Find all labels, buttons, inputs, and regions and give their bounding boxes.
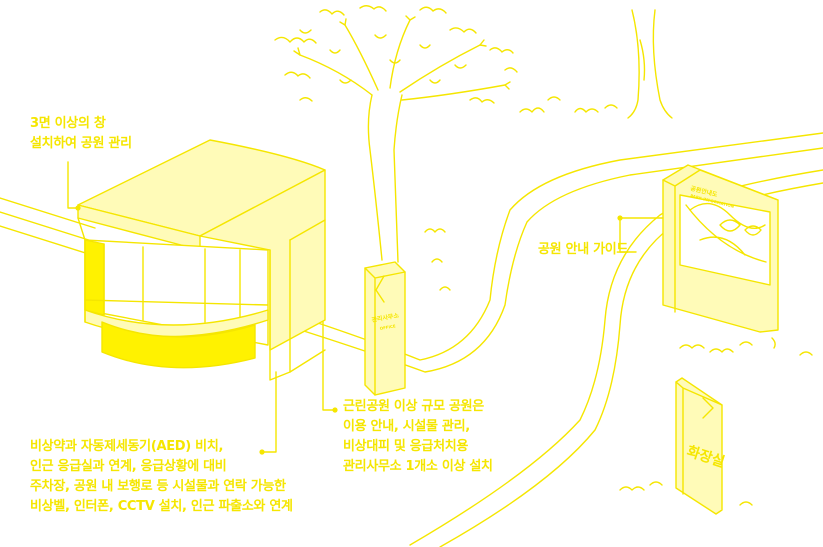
annotation-management-office: 근린공원 이상 규모 공원은 이용 안내, 시설물 관리, 비상대피 및 응급처… [343,397,493,477]
annotation-line: 이용 안내, 시설물 관리, [343,419,470,434]
map-board [662,164,779,333]
annotation-line: 근린공원 이상 규모 공원은 [343,399,484,414]
kiosk-booth [77,139,326,381]
annotation-line: 설치하여 공원 관리 [30,136,132,151]
annotation-line: 공원 안내 가이드 [538,242,629,257]
annotation-line: 주차장, 공원 내 보행로 등 시설물과 연락 가능한 [30,479,286,494]
annotation-line: 관리사무소 1개소 이상 설치 [343,459,493,474]
annotation-line: 3면 이상의 창 [30,116,106,131]
leader-dots [75,205,623,455]
annotation-line: 비상대피 및 응급처치용 [343,439,469,454]
annotation-line: 비상벨, 인터폰, CCTV 설치, 인근 파출소와 연계 [30,499,293,514]
tree-center [274,5,518,263]
pole-sign-sub: OFFICE [379,323,396,331]
small-sign [675,377,723,515]
leader-lines [67,161,664,453]
annotation-line: 인근 응급실과 연계, 응급상황에 대비 [30,459,227,474]
annotation-emergency: 비상약과 자동제세동기(AED) 비치, 인근 응급실과 연계, 응급상황에 대… [30,437,293,517]
pole-sign [364,261,406,396]
annotation-kiosk-windows: 3면 이상의 창 설치하여 공원 관리 [30,114,132,154]
annotation-line: 비상약과 자동제세동기(AED) 비치, [30,439,224,454]
tree-trunk-right [627,9,673,119]
annotation-park-guide: 공원 안내 가이드 [538,240,628,260]
shrubs [424,96,813,506]
